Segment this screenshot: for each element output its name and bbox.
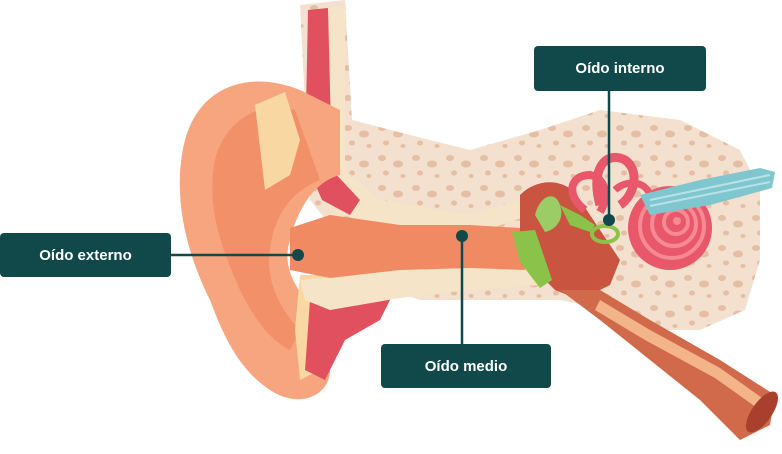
leader-dot-outer-ear (292, 249, 304, 261)
label-inner-ear: Oído interno (534, 46, 706, 91)
label-outer-ear: Oído externo (0, 233, 171, 277)
leader-lines (171, 91, 615, 344)
auricle (179, 81, 340, 400)
canal-bone-lower (300, 260, 560, 310)
semicircular-canals (568, 152, 654, 215)
auditory-nerve (640, 168, 775, 215)
auditory-nerve-strands (649, 174, 771, 207)
eustachian-tube (560, 290, 775, 440)
ossicles (535, 196, 620, 244)
leader-dot-middle-ear (456, 230, 468, 242)
label-middle-ear: Oído medio (381, 344, 551, 388)
leader-dot-inner-ear (603, 214, 615, 226)
eustachian-tube-highlight (595, 300, 765, 410)
eardrum (512, 230, 552, 288)
eustachian-tube-opening (745, 391, 779, 433)
ear-canal (290, 215, 525, 278)
